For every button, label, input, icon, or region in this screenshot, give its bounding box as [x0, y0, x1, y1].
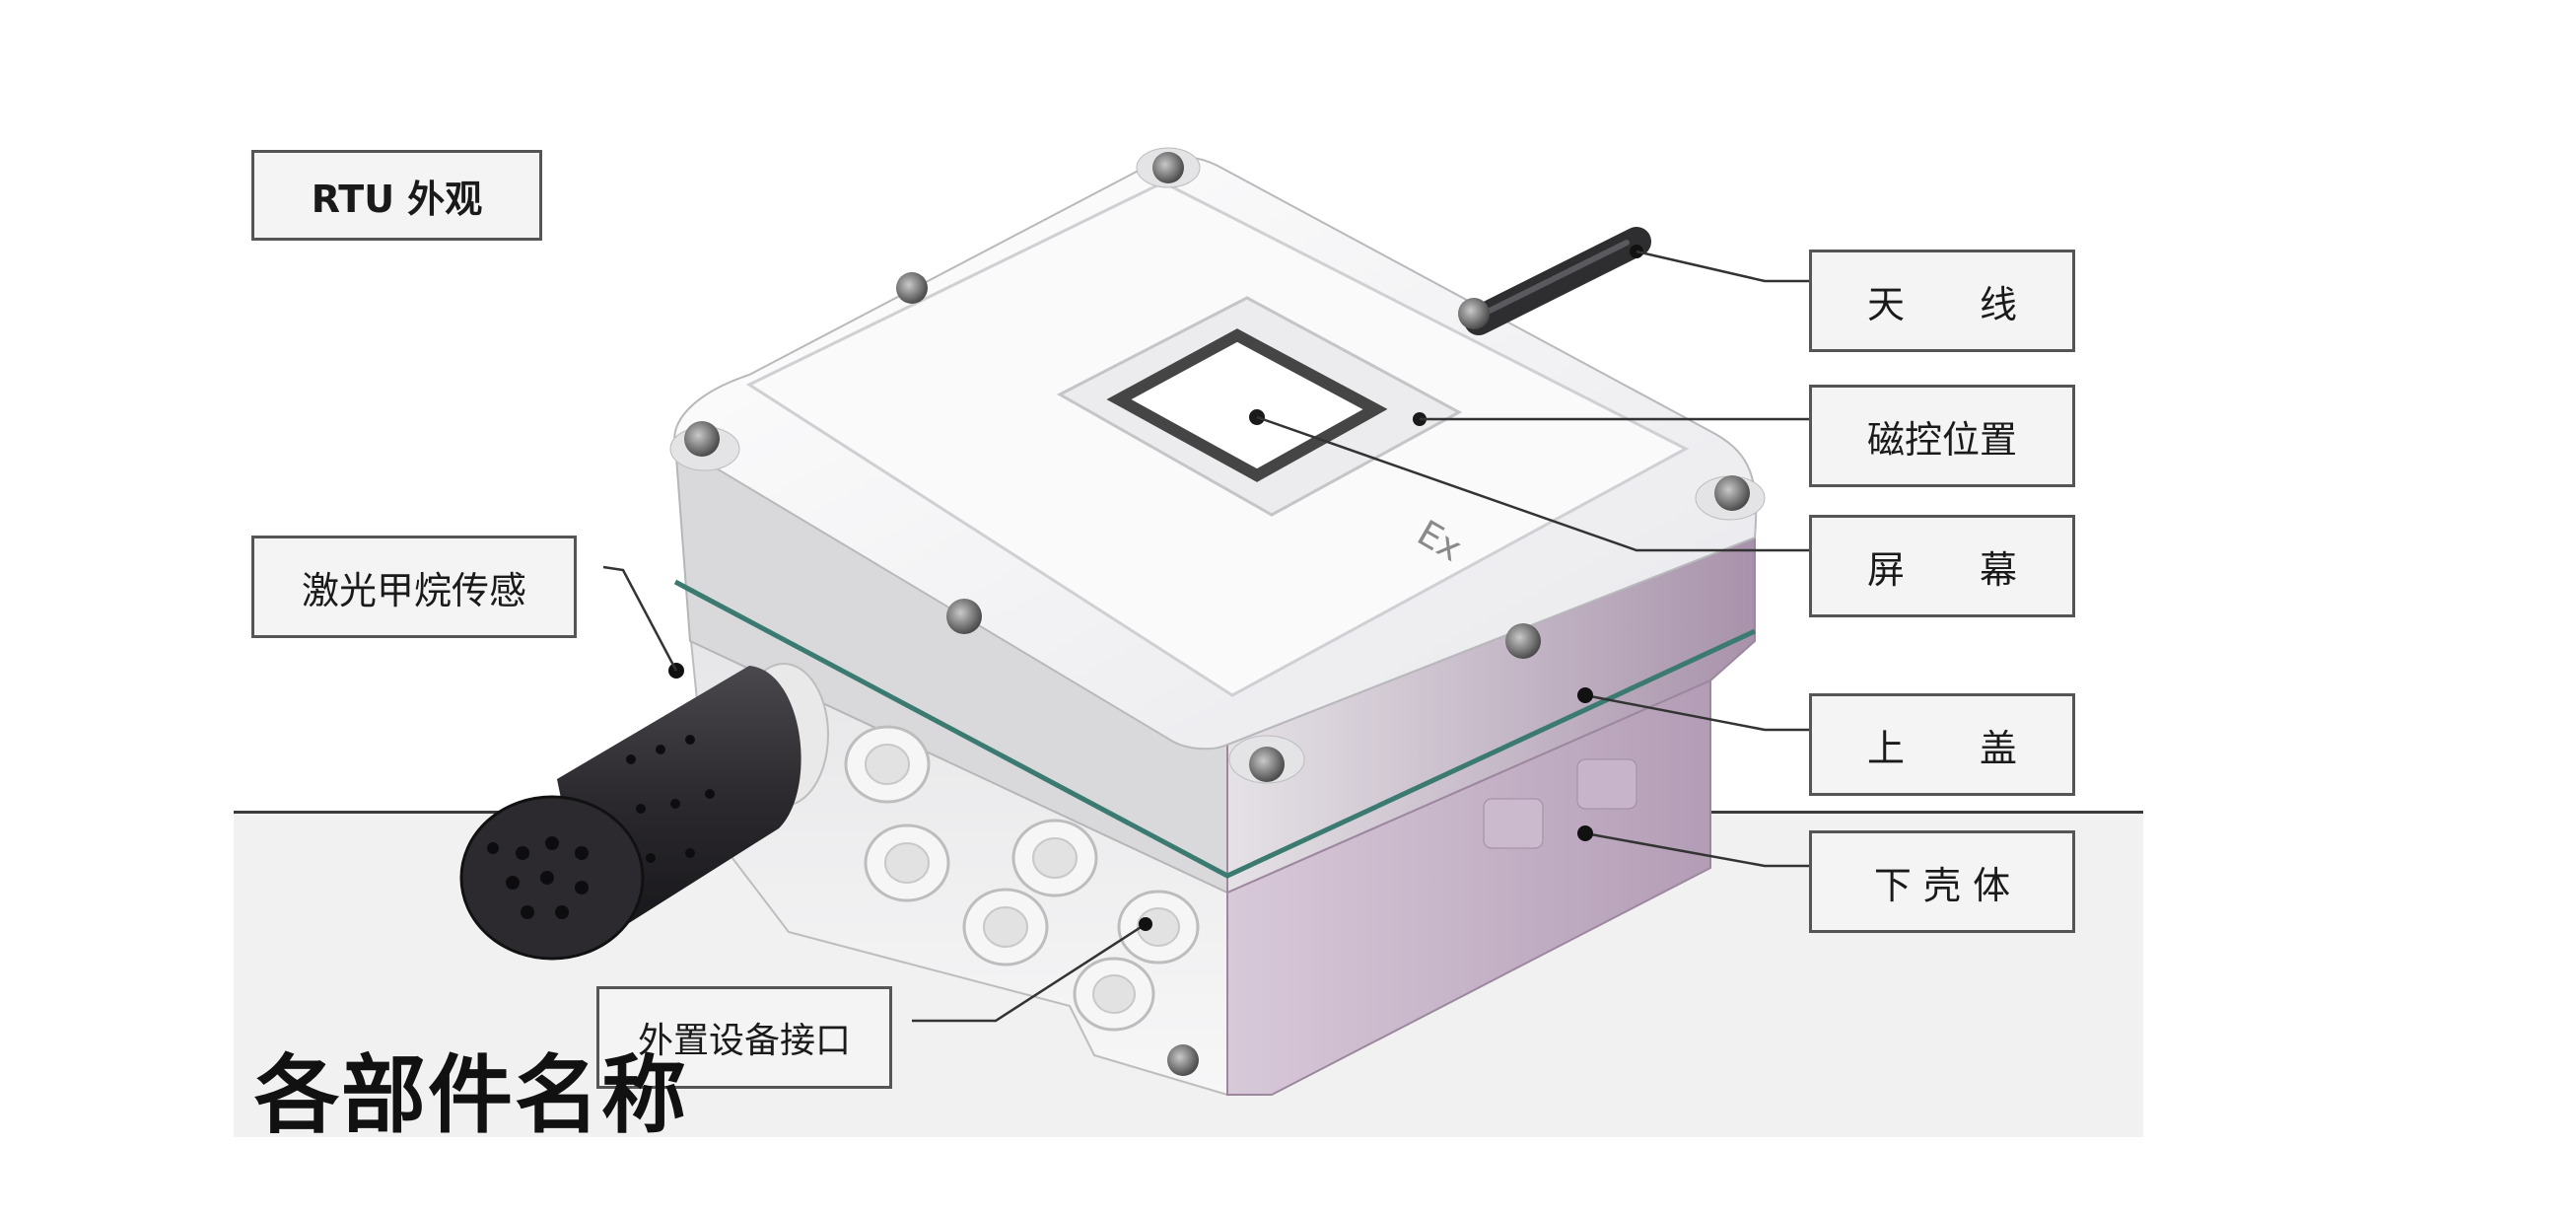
- label-lower-shell: 下 壳 体: [1809, 830, 2075, 933]
- external-interface-ports: [844, 725, 1200, 1076]
- label-laser-methane-sensor: 激光甲烷传感: [251, 536, 577, 638]
- label-antenna: 天 线: [1809, 250, 2075, 352]
- label-external-interface: 外置设备接口: [596, 986, 892, 1089]
- laser-methane-sensor: [459, 663, 829, 961]
- leader-interface: [912, 922, 1147, 1023]
- leader-lower: [1584, 831, 1809, 868]
- cover-bolts: [684, 152, 1750, 782]
- callout-leaders: [602, 250, 1809, 1023]
- antenna: [1464, 227, 1651, 335]
- leader-antenna: [1636, 250, 1809, 283]
- label-screen: 屏 幕: [1809, 515, 2075, 617]
- leader-upper: [1584, 693, 1809, 732]
- page-title: RTU 外观: [311, 177, 483, 221]
- label-upper-cover: 上 盖: [1809, 693, 2075, 796]
- leader-sensor: [602, 565, 678, 672]
- label-magnetic-control: 磁控位置: [1809, 385, 2075, 487]
- section-caption: 各部件名称: [254, 1046, 688, 1145]
- leader-screen: [1256, 415, 1809, 552]
- title-box: RTU 外观: [251, 150, 542, 241]
